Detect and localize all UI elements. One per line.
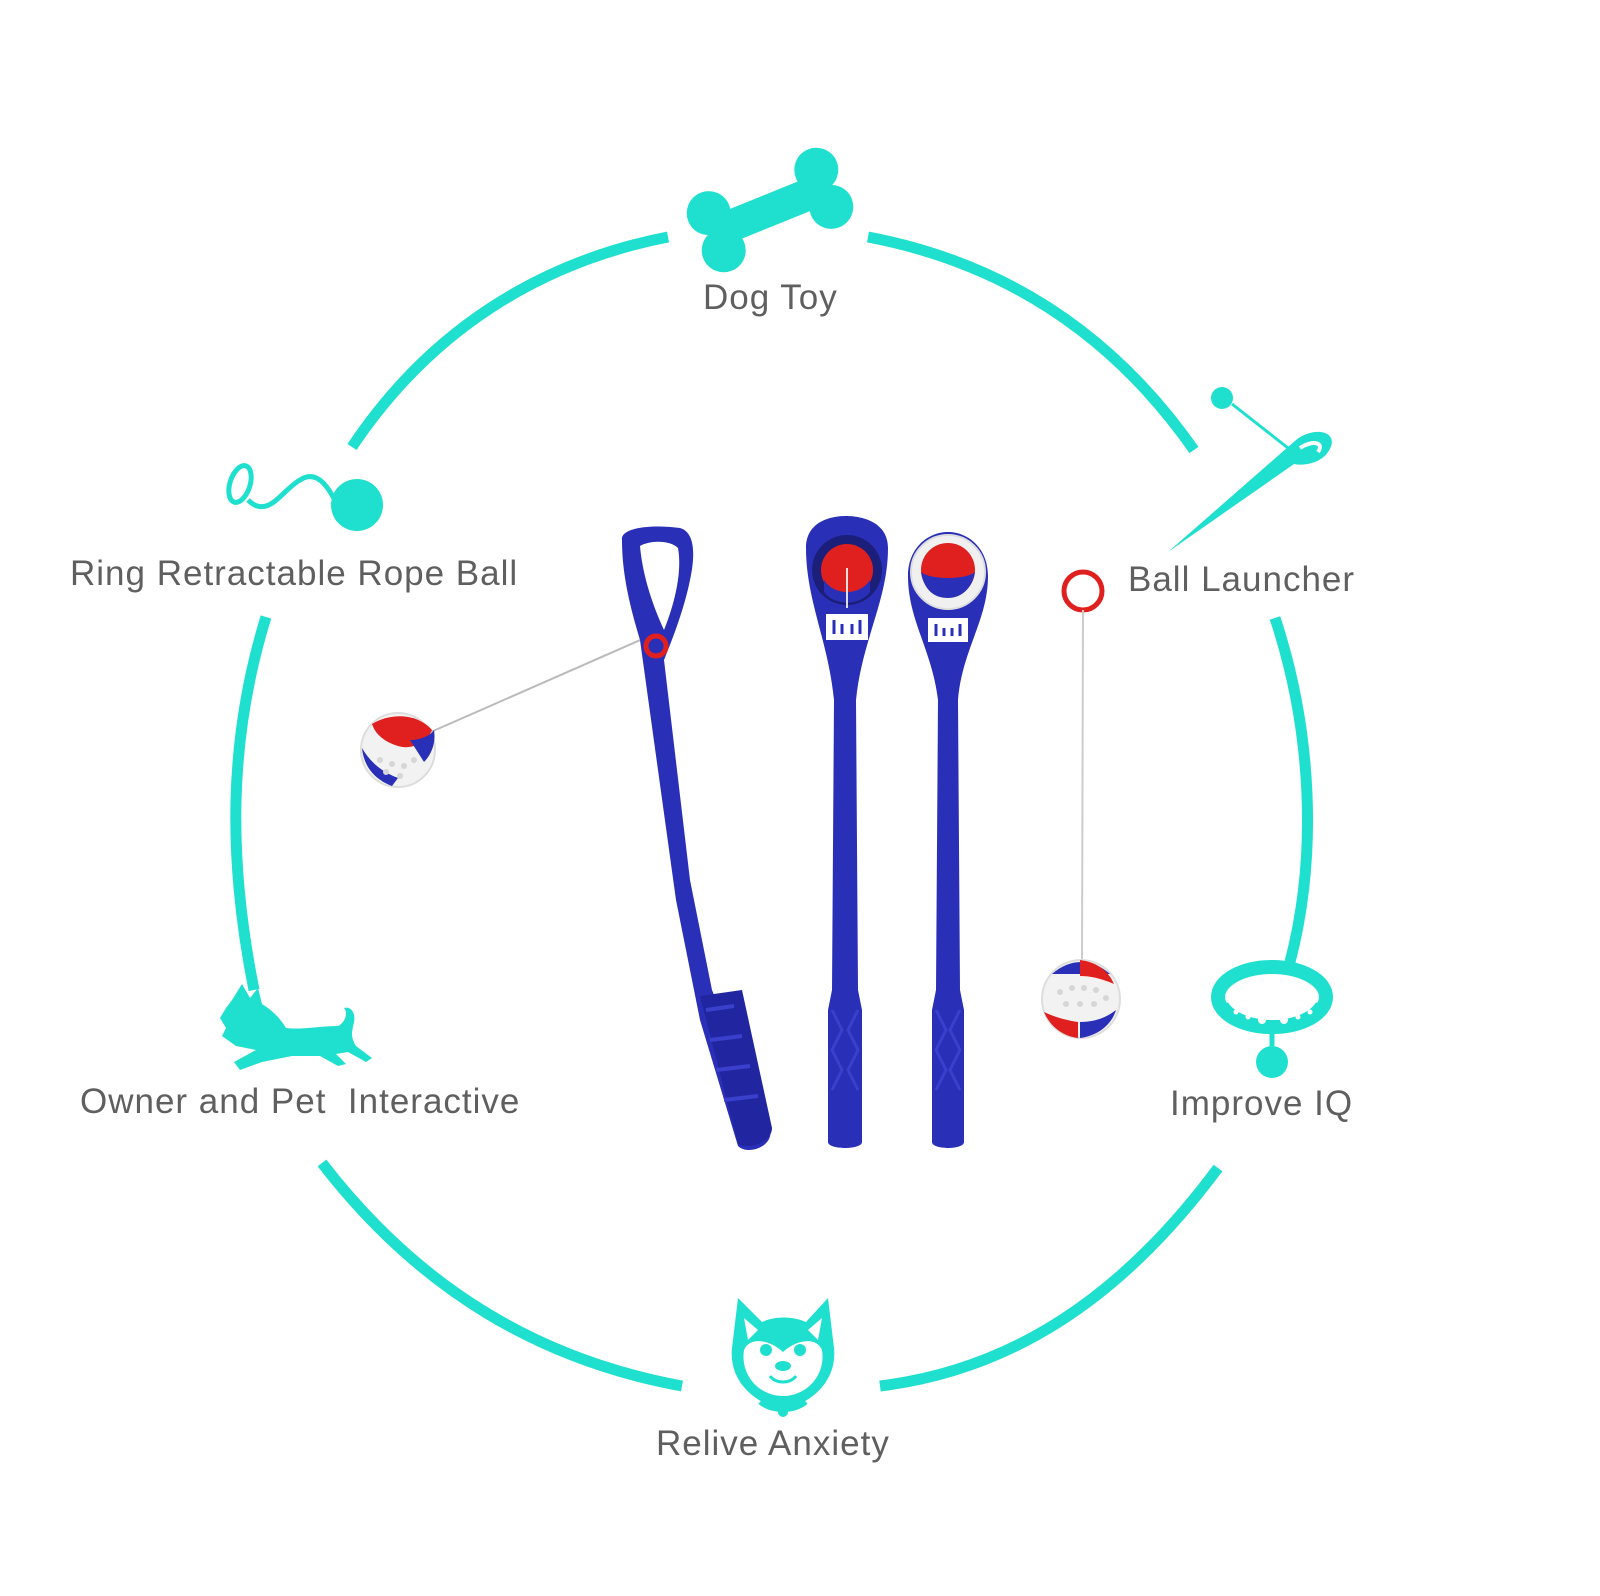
feature-label-ball-launcher: Ball Launcher [1128, 560, 1356, 599]
launcher-front-view-open [806, 516, 888, 1148]
tethered-ball-left [360, 633, 655, 788]
bone-icon [686, 147, 854, 273]
ring-arc-bottom-left [317, 1159, 683, 1392]
ring-arc-top-right [866, 231, 1199, 454]
shiba-dog-face-icon [731, 1298, 835, 1417]
ring-arc-bottom-right [879, 1164, 1223, 1392]
launcher-front-view-ball [908, 532, 988, 1148]
ring-arc-left [230, 615, 272, 992]
feature-label-rope-ball: Ring Retractable Rope Ball [70, 554, 519, 593]
ring-arc-top-left [347, 231, 670, 451]
pet-collar-icon [1211, 960, 1333, 1078]
ball-launcher-icon [1168, 387, 1332, 552]
feature-label-dog-toy: Dog Toy [703, 278, 838, 317]
ring-arc-right [1269, 616, 1314, 964]
rope-ball-icon [226, 463, 383, 531]
feature-label-owner-pet-interactive: Owner and Pet Interactive [80, 1082, 521, 1121]
launcher-side-view [621, 526, 772, 1151]
feature-label-improve-iq: Improve IQ [1170, 1084, 1354, 1123]
running-dog-icon [220, 984, 372, 1070]
feature-ring [230, 231, 1314, 1392]
feature-label-relive-anxiety: Relive Anxiety [656, 1424, 890, 1463]
ring-rope-ball [1041, 569, 1121, 1039]
